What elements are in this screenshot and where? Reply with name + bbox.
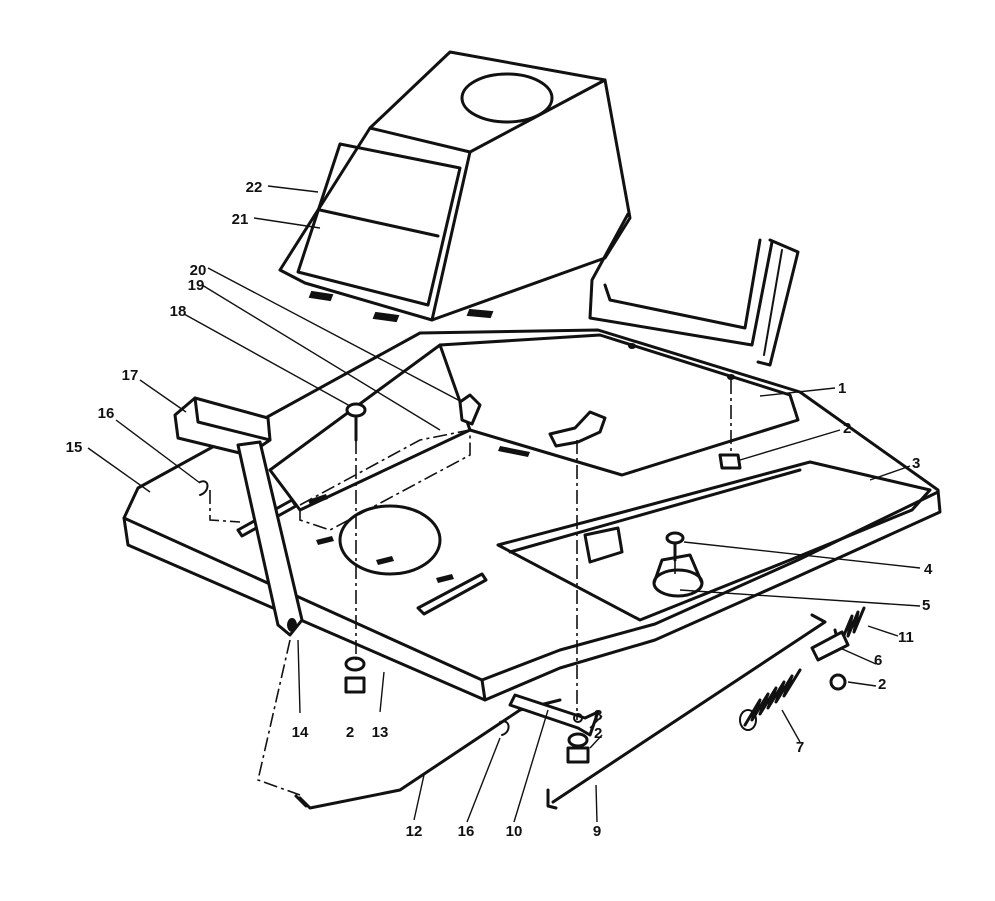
leader-lines xyxy=(87,185,921,823)
callout-19: 19 xyxy=(188,277,205,294)
callout-10: 10 xyxy=(506,823,523,840)
fender-deck xyxy=(122,328,942,702)
callout-2: 2 xyxy=(843,420,851,437)
upright-frame xyxy=(588,212,800,367)
callout-12: 12 xyxy=(406,823,423,840)
callout-3: 3 xyxy=(912,455,920,472)
hood-cover xyxy=(278,50,632,323)
callout-16-lower: 16 xyxy=(458,823,475,840)
callout-18: 18 xyxy=(170,303,187,320)
callout-7: 7 xyxy=(796,739,804,756)
callout-4: 4 xyxy=(924,561,933,578)
hardware xyxy=(199,393,850,764)
callouts: 1 2 3 4 5 6 7 8 9 10 11 12 13 14 15 16 1… xyxy=(66,179,933,840)
callout-22: 22 xyxy=(246,179,263,196)
callout-11: 11 xyxy=(898,629,914,646)
brake-pedal-lever xyxy=(173,396,304,637)
callout-17: 17 xyxy=(122,367,139,384)
callout-8: 8 xyxy=(594,707,602,724)
callout-13: 13 xyxy=(372,724,389,741)
callout-16: 16 xyxy=(98,405,115,422)
callout-2-lower: 2 xyxy=(594,725,602,742)
callout-1: 1 xyxy=(838,380,846,397)
assembly-lines xyxy=(209,380,732,796)
callout-2-left: 2 xyxy=(346,724,354,741)
callout-21: 21 xyxy=(232,211,249,228)
callout-15: 15 xyxy=(66,439,83,456)
callout-20: 20 xyxy=(190,262,207,279)
callout-6: 6 xyxy=(874,652,882,669)
springs xyxy=(739,606,866,731)
callout-2-right: 2 xyxy=(878,676,886,693)
callout-14: 14 xyxy=(292,724,309,741)
callout-9: 9 xyxy=(593,823,601,840)
callout-5: 5 xyxy=(922,597,930,614)
